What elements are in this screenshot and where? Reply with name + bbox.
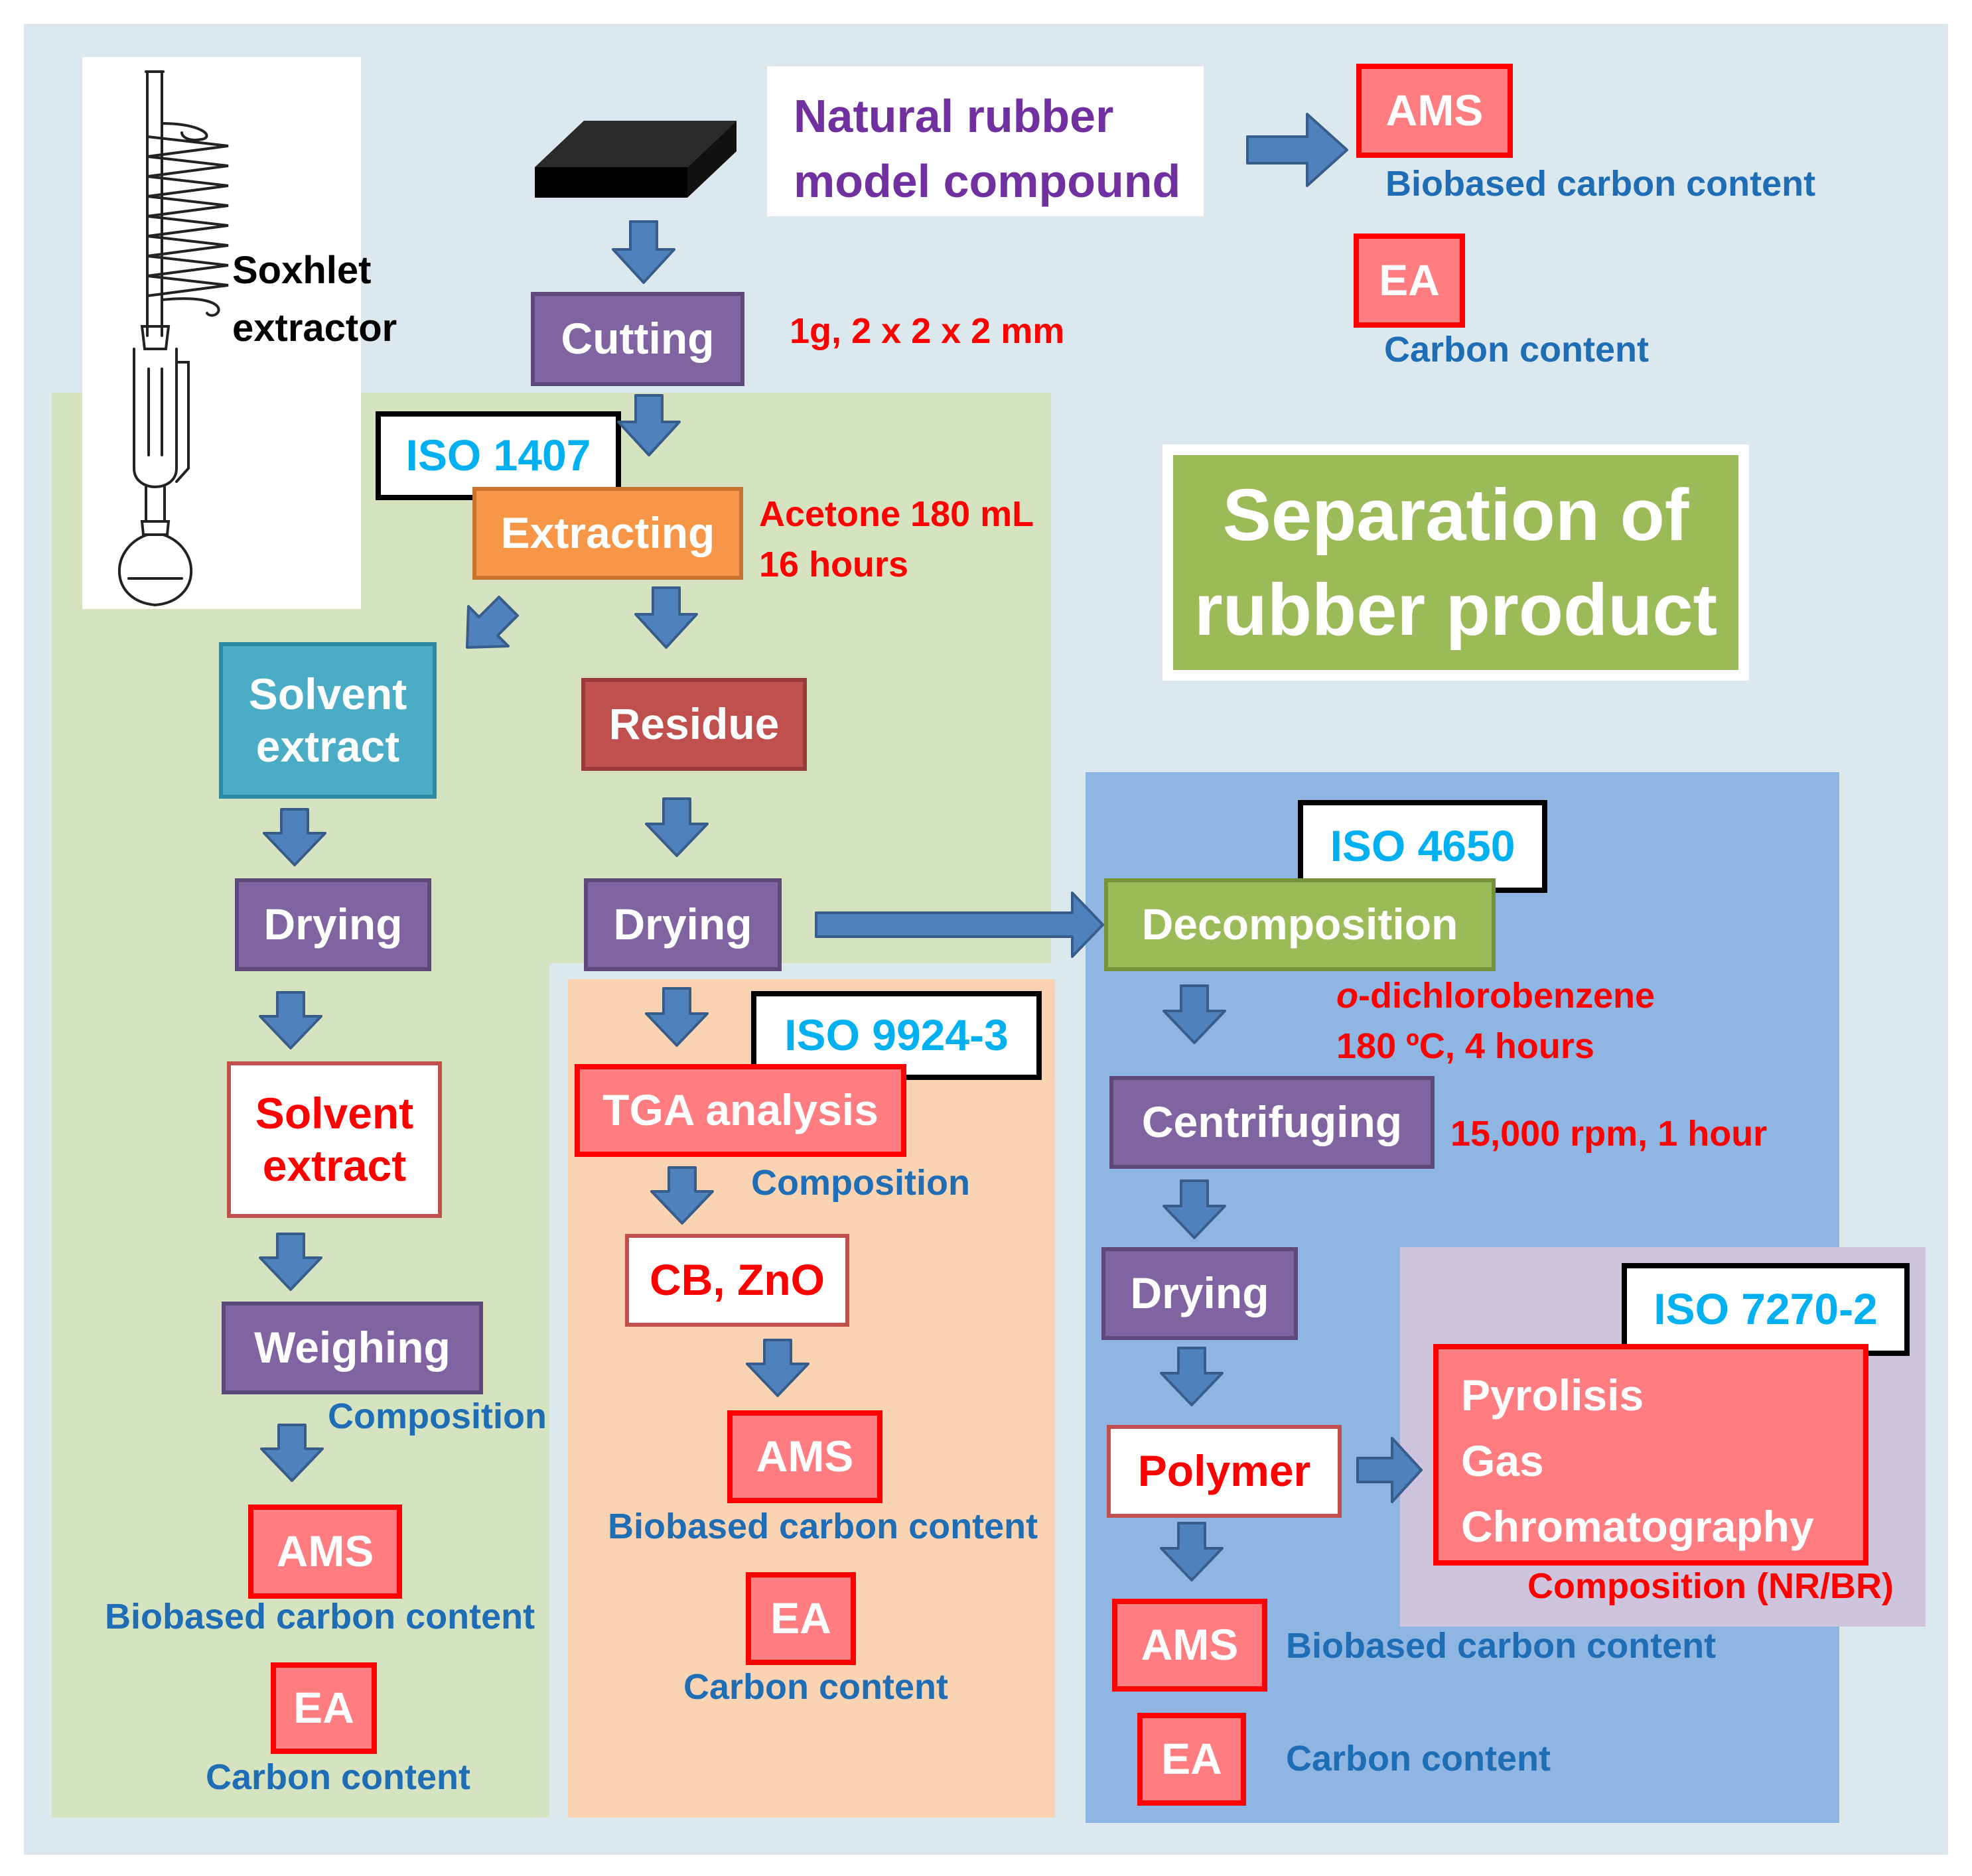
polymer-result: Polymer bbox=[1107, 1425, 1342, 1518]
residue-drying-step: Drying bbox=[584, 878, 782, 971]
cutting-note: 1g, 2 x 2 x 2 mm bbox=[790, 311, 1065, 351]
centrifuging-step: Centrifuging bbox=[1109, 1076, 1435, 1169]
soxhlet-extractor-icon bbox=[117, 70, 229, 607]
decomposition-solvent-note: o-dichlorobenzene bbox=[1336, 971, 1655, 1022]
extracting-note-time: 16 hours bbox=[759, 545, 909, 584]
ea-solvent-note: Carbon content bbox=[206, 1757, 470, 1797]
ams-residue: AMS bbox=[727, 1410, 882, 1503]
pyrolysis-composition-note: Composition (NR/BR) bbox=[1527, 1566, 1894, 1606]
ams-solvent-note: Biobased carbon content bbox=[105, 1597, 535, 1637]
page-title: Separation of rubber product bbox=[1173, 455, 1738, 670]
ams-solvent: AMS bbox=[248, 1505, 402, 1599]
ams-top-note: Biobased carbon content bbox=[1385, 164, 1816, 204]
ams-top: AMS bbox=[1356, 64, 1513, 158]
ea-residue-note: Carbon content bbox=[683, 1667, 948, 1707]
decomposition-step: Decomposition bbox=[1104, 878, 1496, 971]
decomposition-temperature-note: 180 ºC, 4 hours bbox=[1336, 1026, 1594, 1066]
soxhlet-extractor-panel bbox=[82, 57, 361, 609]
ea-solvent: EA bbox=[271, 1662, 377, 1754]
polymer-drying-step: Drying bbox=[1101, 1247, 1298, 1340]
residue-step: Residue bbox=[581, 678, 807, 771]
material-label: Natural rubber model compound bbox=[767, 66, 1204, 216]
extracting-note-solvent: Acetone 180 mL bbox=[759, 494, 1034, 534]
solvent-drying-step: Drying bbox=[235, 878, 431, 971]
ea-polymer: EA bbox=[1137, 1713, 1246, 1806]
ea-top: EA bbox=[1354, 234, 1465, 328]
ea-residue: EA bbox=[746, 1572, 856, 1665]
title-card: Separation of rubber product bbox=[1162, 444, 1749, 681]
ams-residue-note: Biobased carbon content bbox=[608, 1507, 1038, 1546]
solvent-extract-step: Solvent extract bbox=[219, 642, 437, 799]
iso-7270-2-label: ISO 7270-2 bbox=[1622, 1263, 1910, 1356]
cb-zno-result: CB, ZnO bbox=[625, 1234, 849, 1327]
weighing-step: Weighing bbox=[222, 1302, 483, 1394]
solvent-prefix: o bbox=[1336, 976, 1358, 1016]
extracting-step: Extracting bbox=[472, 487, 743, 580]
tga-composition-note: Composition bbox=[751, 1163, 970, 1203]
solvent-name: -dichlorobenzene bbox=[1358, 976, 1655, 1016]
tga-analysis-step: TGA analysis bbox=[575, 1064, 906, 1157]
centrifuging-note: 15,000 rpm, 1 hour bbox=[1450, 1114, 1768, 1154]
ea-polymer-note: Carbon content bbox=[1286, 1739, 1551, 1778]
ams-polymer: AMS bbox=[1112, 1599, 1267, 1692]
weighing-composition-note: Composition bbox=[328, 1396, 547, 1436]
pyrolysis-gc-box: Pyrolisis Gas Chromatography bbox=[1433, 1344, 1868, 1566]
cutting-step: Cutting bbox=[531, 292, 744, 386]
ea-top-note: Carbon content bbox=[1384, 330, 1649, 369]
ams-polymer-note: Biobased carbon content bbox=[1286, 1626, 1717, 1666]
soxhlet-extractor-label: Soxhlet extractor bbox=[232, 249, 397, 350]
iso-4650-label: ISO 4650 bbox=[1298, 800, 1547, 893]
solvent-extract-result: Solvent extract bbox=[227, 1061, 442, 1218]
